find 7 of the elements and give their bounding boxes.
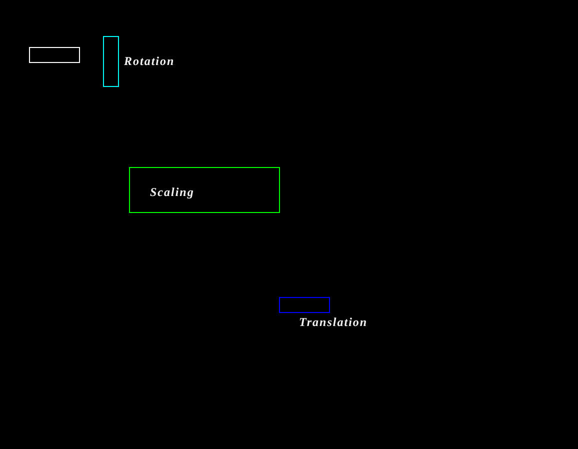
rotated-rectangle: [103, 36, 119, 87]
shape-label: Translation: [299, 315, 368, 329]
scaled-rectangle: [129, 167, 280, 213]
shape-label: Rotation: [124, 54, 175, 68]
shape-label: Scaling: [150, 184, 194, 198]
translated-rectangle: [279, 297, 330, 313]
original-rectangle: [29, 47, 80, 63]
